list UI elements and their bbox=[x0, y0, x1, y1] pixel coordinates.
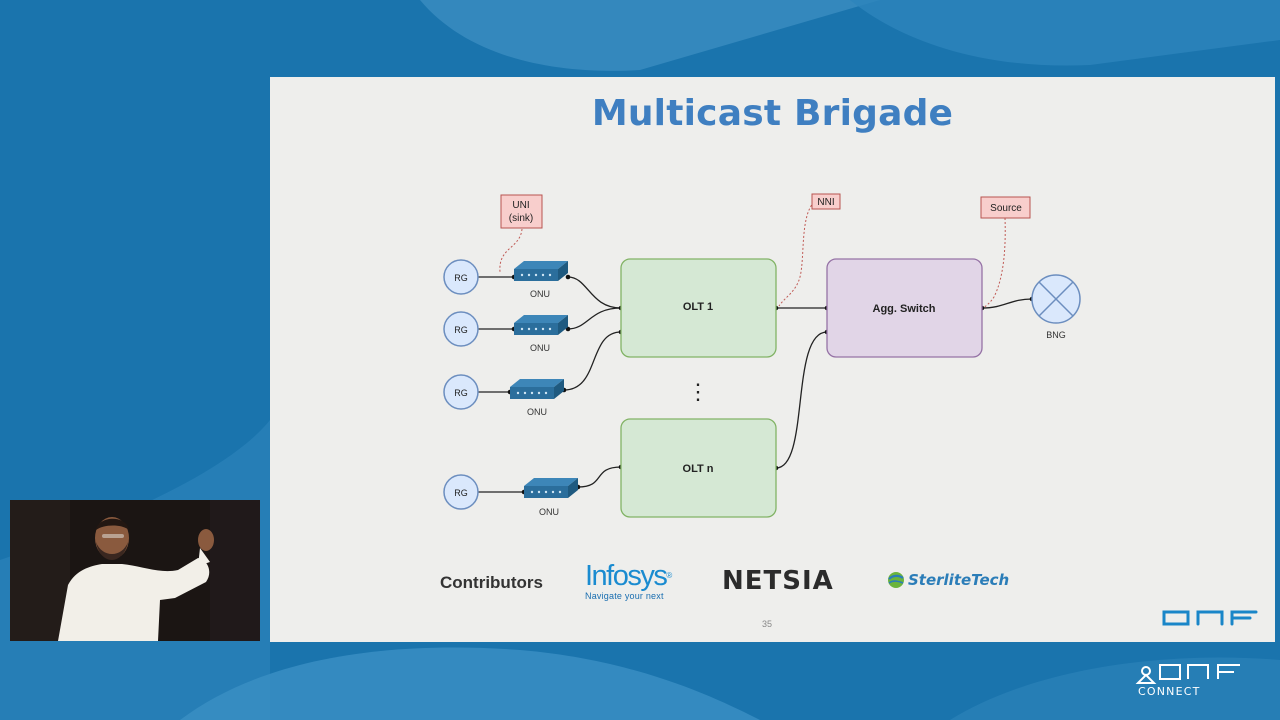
uni-callout: UNI (sink) bbox=[500, 194, 543, 229]
onu-label: ONU bbox=[530, 343, 550, 353]
speaker-video bbox=[10, 500, 260, 641]
onu-device-1: ONU bbox=[514, 261, 568, 299]
sterlite-logo: SterliteTech bbox=[886, 570, 1009, 590]
link-onu3-olt1 bbox=[563, 331, 622, 391]
olt-ellipsis: ⋮ bbox=[687, 379, 709, 404]
onu-device-3: ONU bbox=[510, 379, 564, 417]
infosys-tagline: Navigate your next bbox=[585, 591, 664, 601]
onu-device-4: ONU bbox=[524, 478, 578, 517]
svg-text:RG: RG bbox=[454, 388, 468, 398]
rg-node-3: RG bbox=[443, 374, 479, 410]
olt-n-box: OLT n bbox=[620, 418, 777, 518]
link-onu1-olt1 bbox=[567, 276, 622, 309]
page-number: 35 bbox=[762, 619, 773, 629]
rg-node-1: RG bbox=[443, 259, 479, 295]
source-leader bbox=[982, 217, 1006, 309]
svg-text:OLT 1: OLT 1 bbox=[683, 301, 713, 313]
onf-logo bbox=[1162, 610, 1258, 626]
svg-text:UNI: UNI bbox=[512, 200, 529, 211]
nni-callout: NNI bbox=[811, 193, 841, 210]
rg-node-2: RG bbox=[443, 311, 479, 347]
svg-text:NNI: NNI bbox=[817, 197, 834, 208]
source-callout: Source bbox=[980, 196, 1031, 219]
contributors-label: Contributors bbox=[440, 573, 543, 592]
link-agg-bng bbox=[981, 298, 1033, 309]
svg-text:Agg. Switch: Agg. Switch bbox=[873, 303, 936, 315]
onu-label: ONU bbox=[527, 407, 547, 417]
event-logo-text: CONNECT bbox=[1138, 685, 1201, 698]
rg-node-4: RG bbox=[443, 474, 479, 510]
infosys-name: Infosys bbox=[585, 560, 668, 592]
onu-device-2: ONU bbox=[514, 315, 568, 353]
sterlite-globe-icon bbox=[888, 572, 904, 588]
nni-leader bbox=[778, 201, 815, 307]
slide-title: Multicast Brigade bbox=[591, 93, 954, 134]
svg-text:RG: RG bbox=[454, 325, 468, 335]
link-onu2-olt1 bbox=[567, 307, 622, 330]
olt-1-box: OLT 1 bbox=[620, 258, 777, 358]
agg-switch-box: Agg. Switch bbox=[826, 258, 983, 358]
bng-node: BNG bbox=[1031, 274, 1081, 340]
svg-text:(sink): (sink) bbox=[509, 213, 533, 224]
netsia-logo: NETSIA bbox=[722, 566, 834, 596]
network-diagram: RG RG RG RG ONU ONU bbox=[443, 193, 1081, 518]
infosys-logo: Infosys® Navigate your next bbox=[585, 560, 672, 601]
slide: Multicast Brigade bbox=[270, 77, 1275, 642]
speaker-image bbox=[10, 500, 260, 641]
onf-connect-logo: CONNECT bbox=[1135, 664, 1240, 698]
svg-text:Source: Source bbox=[990, 203, 1022, 214]
svg-text:RG: RG bbox=[454, 488, 468, 498]
link-oltn-agg bbox=[775, 331, 828, 469]
svg-text:OLT n: OLT n bbox=[683, 463, 714, 475]
uni-leader bbox=[499, 228, 523, 273]
onu-label: ONU bbox=[530, 289, 550, 299]
link-onu4-oltn bbox=[577, 466, 622, 488]
svg-text:BNG: BNG bbox=[1046, 330, 1066, 340]
onu-label: ONU bbox=[539, 507, 559, 517]
svg-text:RG: RG bbox=[454, 273, 468, 283]
